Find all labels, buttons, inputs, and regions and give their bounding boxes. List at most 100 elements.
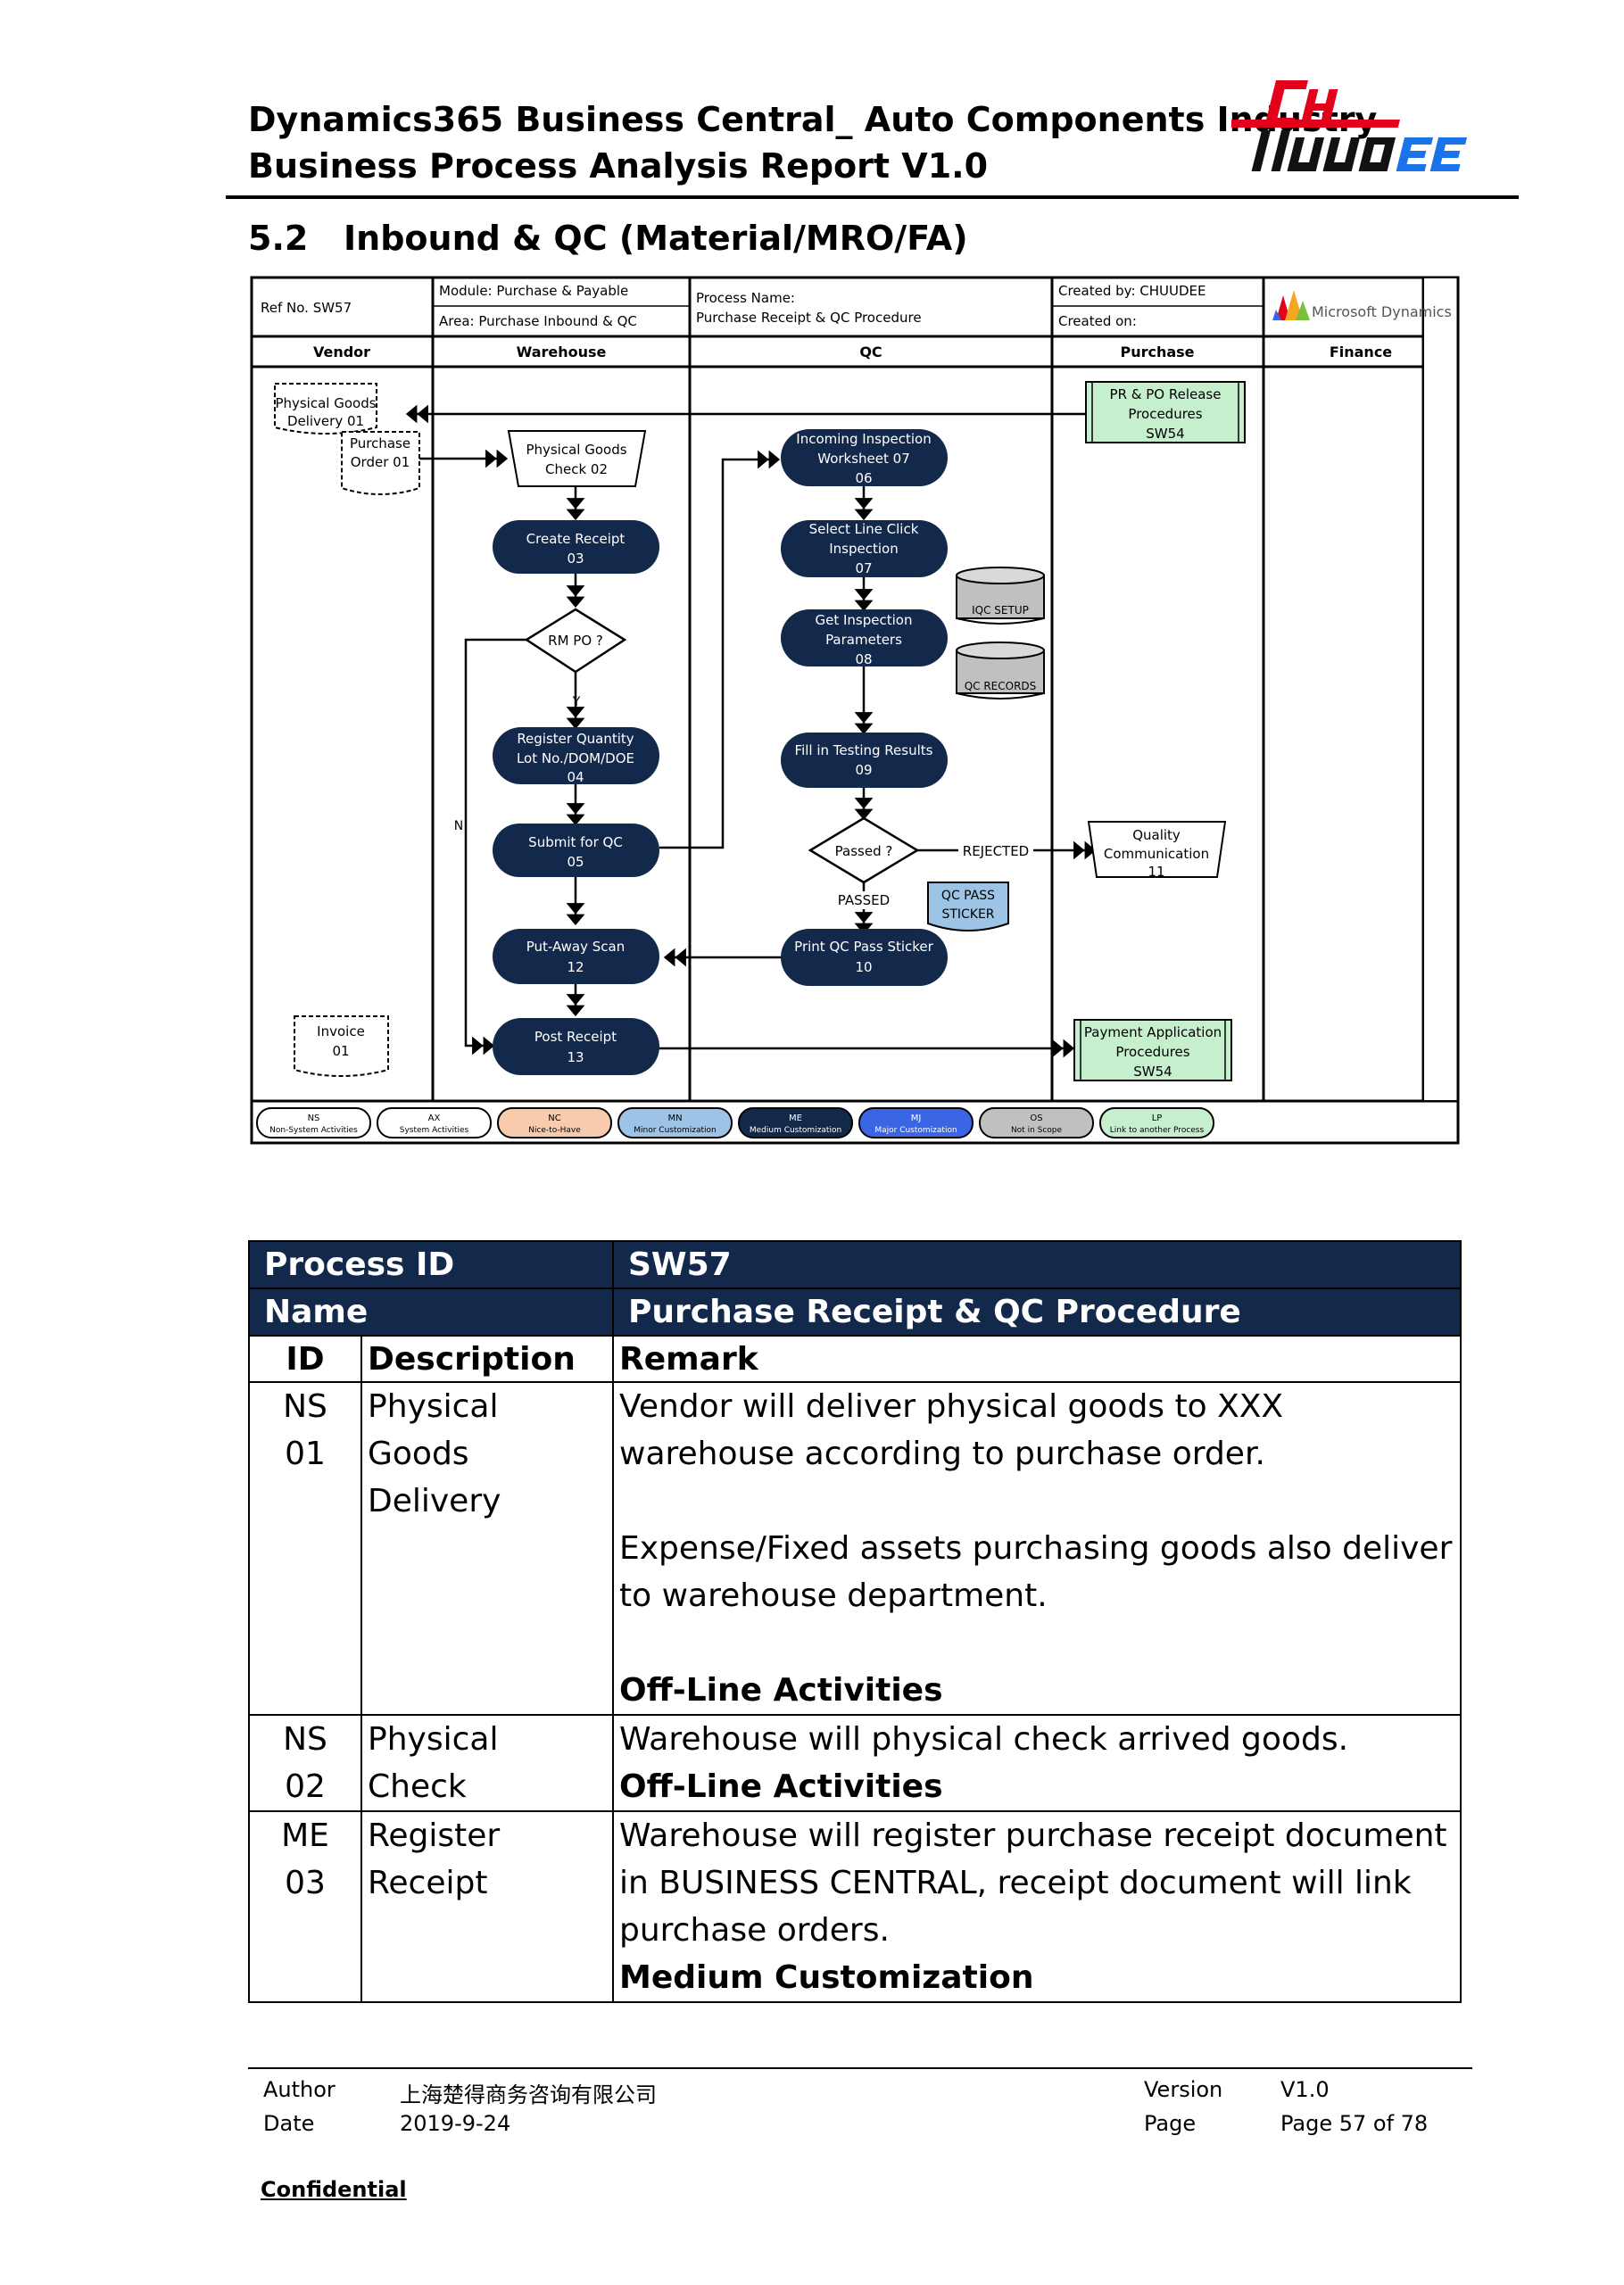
svg-text:PR & PO Release: PR & PO Release (1110, 386, 1222, 402)
svg-text:Check 02: Check 02 (545, 461, 608, 477)
svg-text:Put-Away Scan: Put-Away Scan (526, 939, 625, 955)
svg-text:SW54: SW54 (1133, 1064, 1172, 1080)
legend-label: Not in Scope (1011, 1126, 1063, 1135)
author-value: 上海楚得商务咨询有限公司 (400, 2082, 657, 2107)
legend-code: NS (308, 1114, 320, 1123)
svg-text:13: 13 (567, 1049, 584, 1065)
svg-text:Worksheet 07: Worksheet 07 (817, 451, 910, 467)
row-remark: Vendor will deliver physical goods to XX… (612, 1381, 1462, 1716)
svg-text:Physical Goods: Physical Goods (526, 442, 626, 458)
node-rm-po-decision: RM PO ? (524, 608, 627, 674)
lane-qc: QC (859, 344, 882, 360)
svg-text:Procedures: Procedures (1115, 1044, 1189, 1060)
svg-text:Parameters: Parameters (825, 632, 902, 648)
label-passed: PASSED (838, 892, 890, 908)
footer-rule (248, 2067, 1472, 2069)
legend-code: MN (667, 1114, 682, 1123)
svg-text:Quality: Quality (1132, 827, 1181, 843)
page-label: Page (1144, 2111, 1197, 2136)
node-qc-records-db: QC RECORDS (956, 642, 1045, 700)
svg-text:09: 09 (855, 762, 872, 778)
report-title-line1: Dynamics365 Business Central_ Auto Compo… (248, 100, 1378, 139)
lane-finance: Finance (1330, 344, 1392, 360)
module: Module: Purchase & Payable (439, 283, 628, 299)
svg-text:11: 11 (1148, 864, 1164, 880)
svg-text:Procedures: Procedures (1128, 406, 1202, 422)
svg-text:Print QC Pass Sticker: Print QC Pass Sticker (794, 939, 933, 955)
svg-text:Lot No./DOM/DOE: Lot No./DOM/DOE (517, 750, 634, 766)
node-putaway-scan: Put-Away Scan 12 (493, 929, 659, 984)
lane-purchase: Purchase (1120, 344, 1194, 360)
report-title: Dynamics365 Business Central_ Auto Compo… (248, 96, 1377, 189)
microsoft-dynamics-logo: Microsoft Dynamics (1272, 290, 1452, 320)
svg-text:Post Receipt: Post Receipt (534, 1029, 617, 1045)
node-purchase-order: Purchase Order 01 (341, 431, 420, 495)
node-physical-delivery: Physical Goods Delivery 01 (274, 383, 377, 435)
svg-text:Order 01: Order 01 (351, 454, 410, 470)
svg-text:Passed ?: Passed ? (835, 843, 893, 859)
svg-text:STICKER: STICKER (941, 907, 994, 922)
node-select-line: Select Line Click Inspection 07 (781, 520, 948, 577)
svg-text:SW54: SW54 (1146, 426, 1184, 442)
legend-label: Nice-to-Have (528, 1126, 581, 1135)
legend-item-os: OS Not in Scope (979, 1107, 1094, 1138)
svg-text:Submit for QC: Submit for QC (528, 834, 623, 850)
confidential-label: Confidential (261, 2177, 407, 2202)
ref-no: Ref No. SW57 (261, 300, 352, 316)
legend-code: LP (1152, 1114, 1163, 1123)
node-invoice: Invoice 01 (294, 1015, 389, 1077)
lane-warehouse: Warehouse (517, 344, 607, 360)
row-remark: Warehouse will register purchase receipt… (612, 1810, 1462, 2003)
version-value: V1.0 (1280, 2077, 1330, 2102)
lane-vendor: Vendor (313, 344, 370, 360)
svg-text:Payment Application: Payment Application (1084, 1024, 1222, 1040)
section-title: Inbound & QC (Material/MRO/FA) (344, 219, 968, 258)
col-header-description: Description (360, 1335, 614, 1383)
process-name-label: Name (248, 1287, 614, 1337)
diagram-frame (250, 276, 1460, 1145)
svg-text:Invoice: Invoice (317, 1023, 365, 1039)
legend-code: MJ (911, 1114, 922, 1123)
svg-text:04: 04 (567, 769, 584, 785)
svg-text:Fill in Testing Results: Fill in Testing Results (795, 742, 933, 758)
node-create-receipt: Create Receipt 03 (493, 520, 659, 574)
legend-item-lp: LP Link to another Process (1099, 1107, 1214, 1138)
author-label: Author (263, 2077, 336, 2102)
process-id-value: SW57 (612, 1240, 1462, 1289)
svg-text:Create Receipt: Create Receipt (526, 531, 626, 547)
version-label: Version (1144, 2077, 1223, 2102)
svg-text:01: 01 (332, 1043, 349, 1059)
process-flow-diagram: Ref No. SW57 Module: Purchase & Payable … (250, 276, 1460, 1145)
svg-text:Select Line Click: Select Line Click (809, 521, 919, 537)
date-value: 2019-9-24 (400, 2111, 511, 2136)
ms-logo-text: Microsoft Dynamics (1312, 303, 1452, 320)
node-post-receipt: Post Receipt 13 (493, 1018, 659, 1075)
svg-text:10: 10 (855, 959, 872, 975)
row-description: Physical Check (360, 1714, 614, 1812)
svg-text:08: 08 (855, 651, 872, 667)
process-id-label: Process ID (248, 1240, 614, 1289)
node-get-parameters: Get Inspection Parameters 08 (781, 609, 948, 667)
created-by: Created by: CHUUDEE (1058, 283, 1206, 299)
svg-text:Physical Goods: Physical Goods (275, 395, 376, 411)
svg-text:QC RECORDS: QC RECORDS (965, 680, 1037, 692)
chuudee-logo (1231, 80, 1468, 171)
svg-text:07: 07 (855, 560, 872, 576)
process-name-label: Process Name: (696, 290, 795, 306)
section-number: 5.2 (248, 219, 309, 258)
process-name-value: Purchase Receipt & QC Procedure (612, 1287, 1462, 1337)
svg-text:Delivery 01: Delivery 01 (287, 413, 364, 429)
legend-code: OS (1030, 1114, 1042, 1123)
legend-label: Link to another Process (1110, 1126, 1205, 1135)
row-remark: Warehouse will physical check arrived go… (612, 1714, 1462, 1812)
svg-text:03: 03 (567, 551, 584, 567)
label-yes: Y (572, 695, 581, 709)
